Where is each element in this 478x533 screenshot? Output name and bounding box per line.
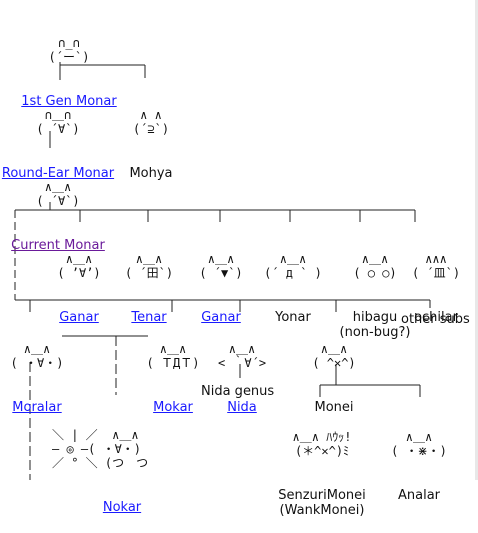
ascii-art-ganar-2: ∧＿∧ ( ´▼`) [199, 252, 243, 280]
link-ganar-1[interactable]: Ganar [59, 310, 99, 325]
link-round-ear-monar[interactable]: Round-Ear Monar [1, 166, 115, 181]
label-ochilar: ochilar [414, 310, 458, 325]
ascii-art-round-ear-monar: ∩＿∩ ( ´∀`) [36, 108, 80, 136]
label-monei: Monei [314, 400, 354, 415]
link-mokar[interactable]: Mokar [153, 400, 193, 415]
ascii-art-analar: ∧＿∧ ( ・⋇・) [391, 430, 447, 458]
link-nida[interactable]: Nida [227, 400, 257, 415]
node-round-ear-monar: ∩＿∩ ( ´∀`) Round-Ear Monar [0, 78, 120, 196]
label-senzurimonei: SenzuriMonei (WankMonei) [278, 488, 366, 518]
node-ochilar: ∧∧∧ ( ´皿`) ochilar [404, 222, 468, 340]
node-ganar-2: ∧＿∧ ( ´▼`) Ganar [190, 222, 252, 340]
ascii-art-mohya: ∧ ∧ (´⊇`) [132, 108, 170, 136]
ascii-art-ganar-1: ∧＿∧ ( ’∀’) [57, 252, 101, 280]
ascii-art-moralar: ∧＿∧ ( ・∀・) [10, 342, 64, 370]
node-tenar: ∧＿∧ ( ´田`) Tenar [118, 222, 180, 340]
label-other-subs: other subs [401, 312, 470, 327]
node-hibagu: ∧＿∧ ( ○ ○) hibagu (non-bug?) [332, 222, 418, 355]
ascii-art-tenar: ∧＿∧ ( ´田`) [124, 252, 174, 280]
node-monei: ∧＿∧ ( ^✕^) Monei [298, 312, 370, 430]
node-mohya: ∧ ∧ (´⊇`) Mohya [120, 78, 182, 196]
node-current-monar: ∧＿∧ ( ´∀`) Current Monar [4, 150, 112, 268]
ascii-art-hibagu: ∧＿∧ ( ○ ○) [353, 252, 397, 280]
label-mohya: Mohya [129, 166, 173, 181]
vertical-scrollbar[interactable] [475, 0, 478, 480]
ascii-art-current-monar: ∧＿∧ ( ´∀`) [36, 180, 80, 208]
node-1st-gen-monar: ∩_∩ (´ー`) 1st Gen Monar [14, 6, 124, 124]
node-moralar: ∧＿∧ ( ・∀・) Moralar [2, 312, 72, 430]
link-1st-gen-monar[interactable]: 1st Gen Monar [21, 94, 117, 109]
node-nida: ∧＿∧ < ｀∀´> Nida [208, 312, 276, 430]
label-nida-genus: Nida genus [201, 384, 275, 399]
label-hibagu: hibagu (non-bug?) [339, 310, 411, 340]
link-nokar[interactable]: Nokar [102, 500, 142, 515]
link-ganar-2[interactable]: Ganar [201, 310, 241, 325]
node-mokar: ∧＿∧ ( ＴДＴ) Mokar [138, 312, 208, 430]
ascii-art-monei: ∧＿∧ ( ^✕^) [312, 342, 356, 370]
node-senzurimonei: ∧＿∧ ﾊｳｯ! (＊^✕^)ﾐ SenzuriMonei (WankMonei… [270, 400, 374, 533]
ascii-art-mokar: ∧＿∧ ( ＴДＴ) [146, 342, 200, 370]
ascii-art-yonar: ∧＿∧ (´ д ` ) [264, 252, 322, 280]
ascii-art-nida: ∧＿∧ < ｀∀´> [217, 342, 267, 370]
ascii-art-senzurimonei: ∧＿∧ ﾊｳｯ! (＊^✕^)ﾐ [292, 430, 352, 458]
link-current-monar[interactable]: Current Monar [11, 238, 105, 253]
ascii-art-1st-gen-monar: ∩_∩ (´ー`) [48, 36, 90, 64]
label-yonar: Yonar [275, 310, 311, 325]
node-yonar: ∧＿∧ (´ д ` ) Yonar [260, 222, 326, 340]
ascii-art-ochilar: ∧∧∧ ( ´皿`) [411, 252, 461, 280]
link-tenar[interactable]: Tenar [131, 310, 167, 325]
label-analar: Analar [397, 488, 441, 503]
tree-connectors [14, 62, 431, 480]
node-nokar: ＼ | ／ ∧＿∧ ― ◎ ―( ・∀・) ／ ° ＼ (つ つ Nokar [52, 398, 186, 530]
node-ganar-1: ∧＿∧ ( ’∀’) Ganar [48, 222, 110, 340]
node-analar: ∧＿∧ ( ・⋇・) Analar [382, 400, 456, 518]
ascii-art-nokar: ＼ | ／ ∧＿∧ ― ◎ ―( ・∀・) ／ ° ＼ (つ つ [52, 428, 149, 470]
link-moralar[interactable]: Moralar [12, 400, 62, 415]
